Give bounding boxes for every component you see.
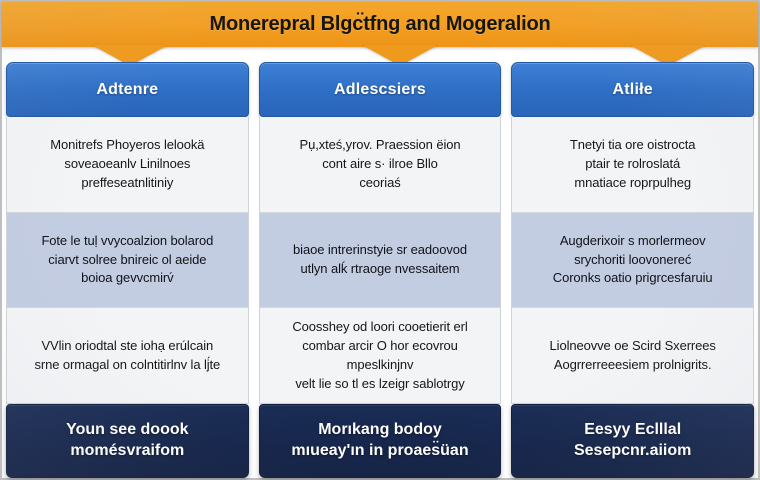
cell-r1c2-text: Pụ,xteś,yrov. Praession ëion cont air…	[299, 137, 461, 190]
column-2: Adlescsiers Pụ,xteś,yrov. Praession ë…	[258, 62, 502, 478]
cell-r2c3-text: Augderixoir s morlermeov srychoriti loov…	[552, 232, 713, 286]
cell-r1c1: Monitrefs Phoyeros lelookä soveaoeanlv …	[7, 117, 248, 213]
cell-r3c2: Coosshey od loori cooetierit erl combar …	[259, 308, 501, 405]
cell-r2c2-text: biaoe intrerinstyie sr eadoovod utlyn al…	[293, 242, 467, 276]
title-banner: Monerepral Blgc̈tfng and Mogeralion	[2, 2, 758, 47]
cell-r1c3: Tnetyi tia ore oistrocta ptair te rolros…	[512, 117, 754, 213]
cell-r1c3-text: Tnetyi tia ore oistrocta ptair te rolros…	[569, 137, 696, 190]
cell-r2c1: Fote le tuḷ vvycoalzion bolarod ciarvt …	[7, 212, 248, 309]
column-1-header-label: Adtenre	[96, 80, 159, 98]
cell-r2c1-text: Fote le tuḷ vvycoalzion bolarod ciarvt …	[41, 232, 214, 286]
cell-r3c3: Liolneovve oe Scird Sxerrees Aogrrerreee…	[512, 308, 754, 405]
page-title: Monerepral Blgc̈tfng and Mogeralion	[209, 13, 551, 35]
column-2-footer-label: Morıkang bodoy mıueay'ın in proaes̈üan	[291, 421, 469, 459]
cell-r3c2-text: Coosshey od loori cooetierit erl combar …	[292, 318, 468, 391]
column-1-footer[interactable]: Youn see doook momésvraifom	[6, 404, 249, 478]
column-3: Atliłe Tnetyi tia ore oistrocta ptair te…	[511, 62, 755, 478]
column-3-header-label: Atliłe	[612, 80, 653, 98]
comparison-columns: Adtenre Monitrefs Phoyeros lelookä sove…	[2, 62, 758, 478]
cell-r1c2: Pụ,xteś,yrov. Praession ëion cont air…	[259, 117, 501, 213]
cell-r2c2: biaoe intrerinstyie sr eadoovod utlyn al…	[259, 212, 501, 309]
column-2-body: Pụ,xteś,yrov. Praession ëion cont air…	[258, 117, 502, 405]
cell-r1c1-text: Monitrefs Phoyeros lelookä soveaoeanlv …	[50, 137, 205, 190]
banner-arrow-icon-3	[630, 45, 706, 66]
banner-arrow-icon-2	[362, 45, 438, 66]
column-3-body: Tnetyi tia ore oistrocta ptair te rolros…	[511, 117, 755, 405]
column-2-header-label: Adlescsiers	[333, 80, 427, 98]
cell-r3c3-text: Liolneovve oe Scird Sxerrees Aogrrerreee…	[549, 337, 716, 372]
column-2-footer[interactable]: Morıkang bodoy mıueay'ın in proaes̈üan	[258, 404, 502, 478]
cell-r3c1-text: VVlin oriodtal ste iohạ erúlcain srne …	[34, 337, 221, 372]
column-1: Adtenre Monitrefs Phoyeros lelookä sove…	[6, 62, 249, 478]
column-1-footer-label: Youn see doook momésvraifom	[66, 421, 189, 459]
cell-r3c1: VVlin oriodtal ste iohạ erúlcain srne …	[7, 308, 248, 405]
cell-r2c3: Augderixoir s morlermeov srychoriti loov…	[512, 212, 754, 309]
column-3-footer[interactable]: Eesyy Eclllal Sesepcnr.aiiom	[511, 404, 755, 478]
column-1-body: Monitrefs Phoyeros lelookä soveaoeanlv …	[6, 117, 249, 405]
banner-arrow-icon-1	[92, 45, 168, 66]
column-2-header[interactable]: Adlescsiers	[258, 62, 502, 117]
column-3-footer-label: Eesyy Eclllal Sesepcnr.aiiom	[573, 421, 692, 459]
column-1-header[interactable]: Adtenre	[6, 62, 249, 117]
column-3-header[interactable]: Atliłe	[511, 62, 755, 117]
